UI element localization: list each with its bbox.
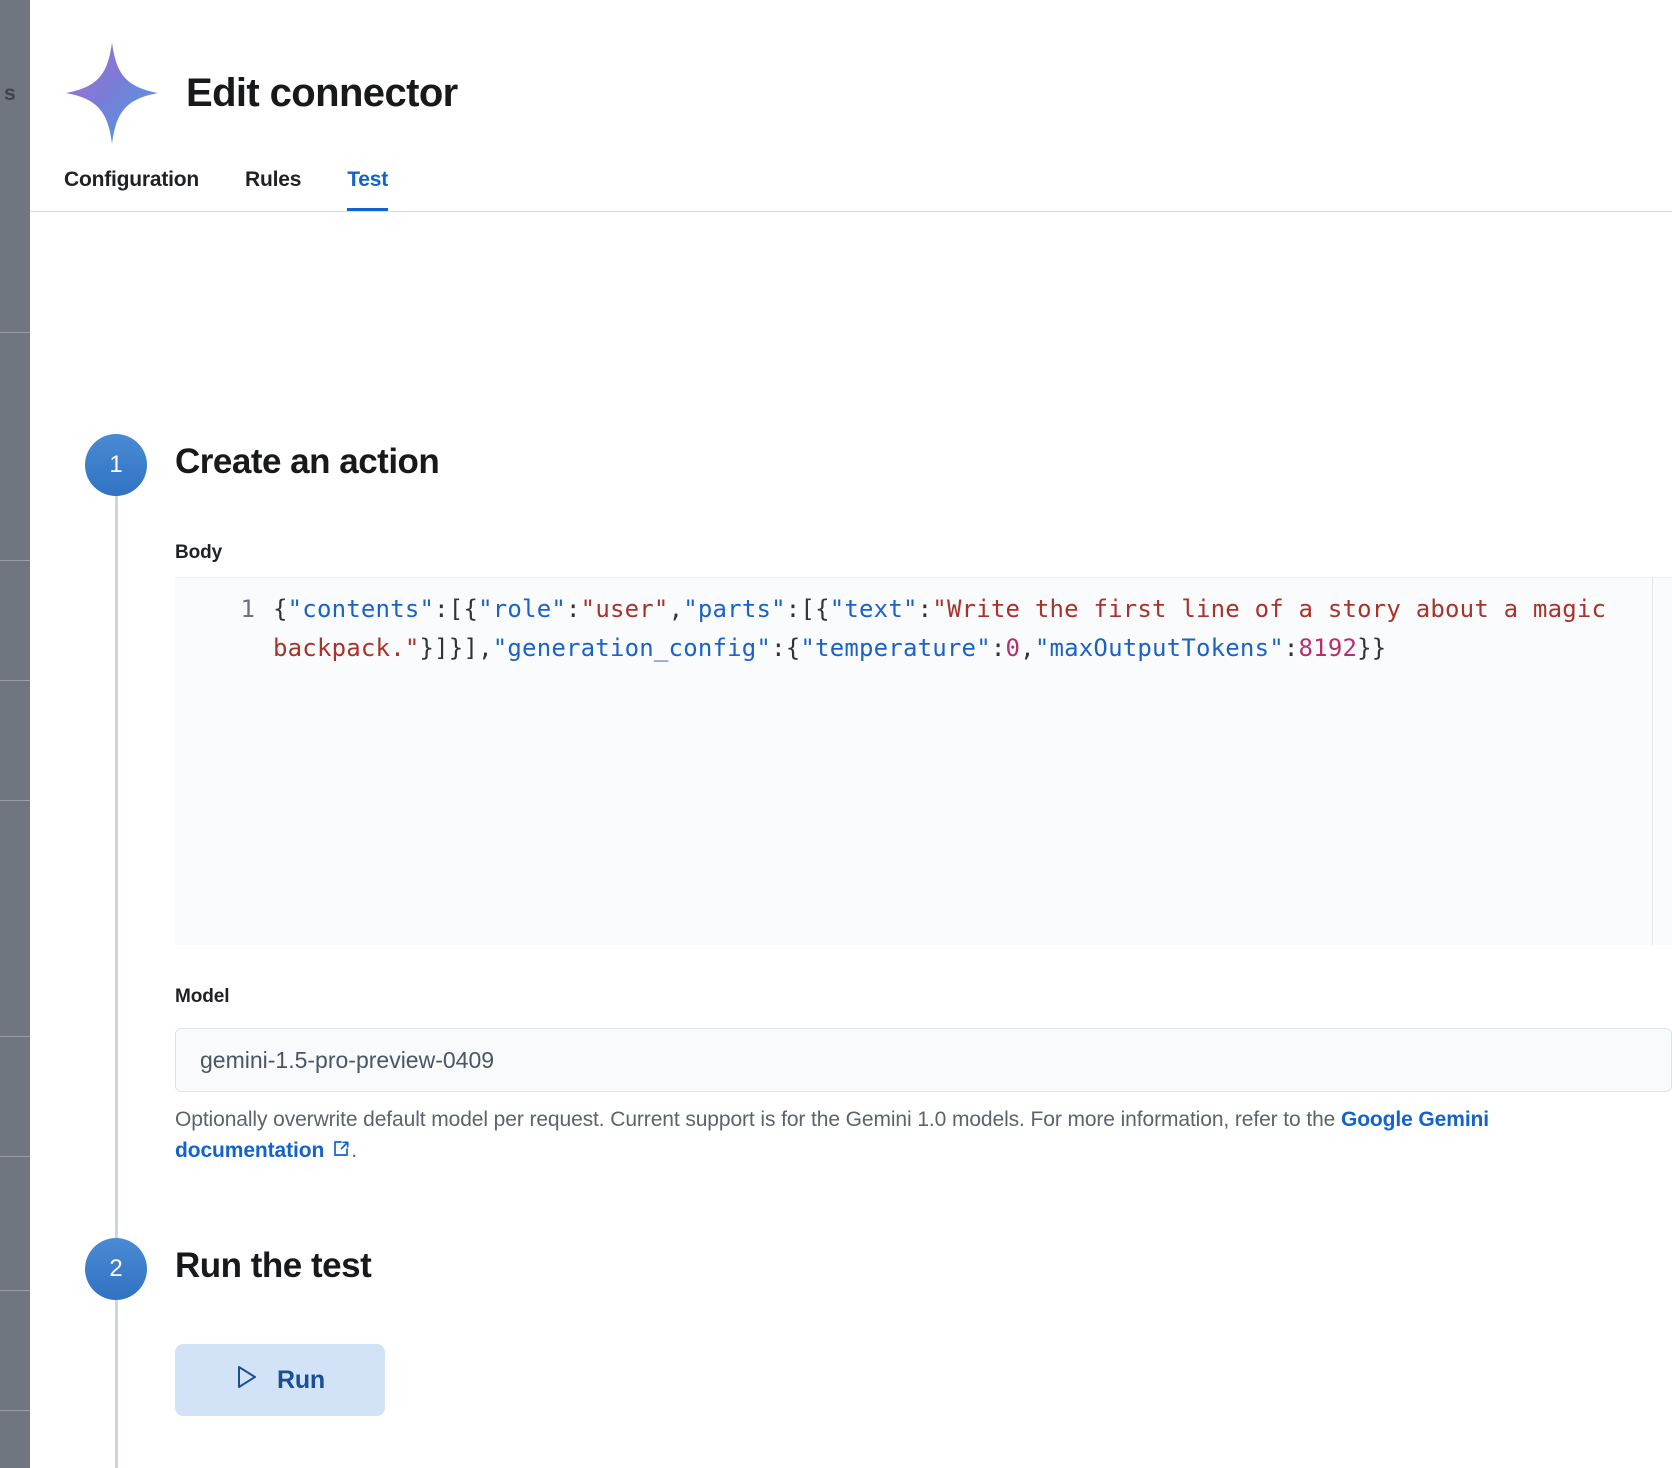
background-divider — [0, 332, 30, 333]
external-link-icon — [331, 1137, 351, 1168]
background-text-fragment: s — [4, 82, 16, 105]
code-token: : — [566, 595, 581, 623]
body-field-label: Body — [175, 542, 223, 563]
code-token: : — [917, 595, 933, 623]
run-button-label: Run — [277, 1365, 325, 1394]
panel-tabs: Configuration Rules Test — [64, 155, 388, 212]
code-token: "text" — [829, 595, 918, 623]
stepper-rail — [115, 490, 118, 1468]
model-field-label: Model — [175, 986, 230, 1007]
background-divider — [0, 1410, 30, 1411]
code-token: "role" — [478, 595, 567, 623]
tab-configuration[interactable]: Configuration — [64, 168, 199, 212]
code-token: "user" — [580, 595, 669, 623]
tab-test[interactable]: Test — [347, 168, 388, 212]
background-divider — [0, 1290, 30, 1291]
editor-line-numbers: 1 — [240, 595, 255, 623]
code-token: : — [990, 634, 1006, 662]
code-token: 0 — [1005, 634, 1021, 662]
code-token: : — [1283, 634, 1299, 662]
code-token: "generation_config" — [492, 634, 772, 662]
tab-rules[interactable]: Rules — [245, 168, 301, 212]
page-title: Edit connector — [186, 71, 458, 115]
code-token: "temperature" — [800, 634, 991, 662]
step-badge-2: 2 — [85, 1238, 147, 1300]
code-token: "parts" — [683, 595, 786, 623]
background-divider — [0, 680, 30, 681]
editor-right-divider — [1652, 577, 1653, 945]
code-token: :[{ — [785, 595, 830, 623]
test-stepper: 1 Create an action Body 1 {"contents":[{… — [30, 212, 1672, 1468]
background-divider — [0, 800, 30, 801]
background-divider — [0, 1036, 30, 1037]
code-token: , — [668, 595, 684, 623]
play-icon — [235, 1364, 259, 1397]
code-token: :{ — [771, 634, 801, 662]
code-token: "Write the first line of a story about a… — [273, 595, 1621, 662]
body-code-editor[interactable]: 1 {"contents":[{"role":"user","parts":[{… — [175, 577, 1672, 945]
background-divider — [0, 1156, 30, 1157]
editor-code-content[interactable]: {"contents":[{"role":"user","parts":[{"t… — [273, 578, 1672, 945]
code-token: 8192 — [1298, 634, 1358, 662]
tabs-divider — [30, 211, 1672, 212]
google-gemini-documentation-link[interactable]: Google Gemini documentation — [175, 1108, 1490, 1162]
run-button[interactable]: Run — [175, 1344, 385, 1416]
model-input[interactable] — [175, 1028, 1672, 1092]
model-help-text-lead: Optionally overwrite default model per r… — [175, 1108, 1341, 1131]
step-badge-1: 1 — [85, 434, 147, 496]
code-token: "contents" — [287, 595, 435, 623]
step-title-create-an-action: Create an action — [175, 442, 440, 481]
code-token: "maxOutputTokens" — [1034, 634, 1284, 662]
code-token: :[{ — [434, 595, 479, 623]
gemini-sparkle-icon — [64, 40, 160, 146]
step-title-run-the-test: Run the test — [175, 1246, 372, 1285]
background-divider — [0, 560, 30, 561]
code-token: }} — [1357, 634, 1387, 662]
panel-header: Edit connector Configuration Rules Test — [30, 0, 1672, 212]
code-token: { — [273, 595, 288, 623]
code-token: , — [1020, 634, 1035, 662]
code-token: }]}], — [419, 634, 493, 662]
background-overlay: s — [0, 0, 30, 1468]
edit-connector-panel: Edit connector Configuration Rules Test … — [30, 0, 1672, 1468]
model-help-text-tail: . — [351, 1139, 357, 1162]
panel-title-row: Edit connector — [64, 40, 458, 146]
model-help-text: Optionally overwrite default model per r… — [175, 1104, 1575, 1168]
